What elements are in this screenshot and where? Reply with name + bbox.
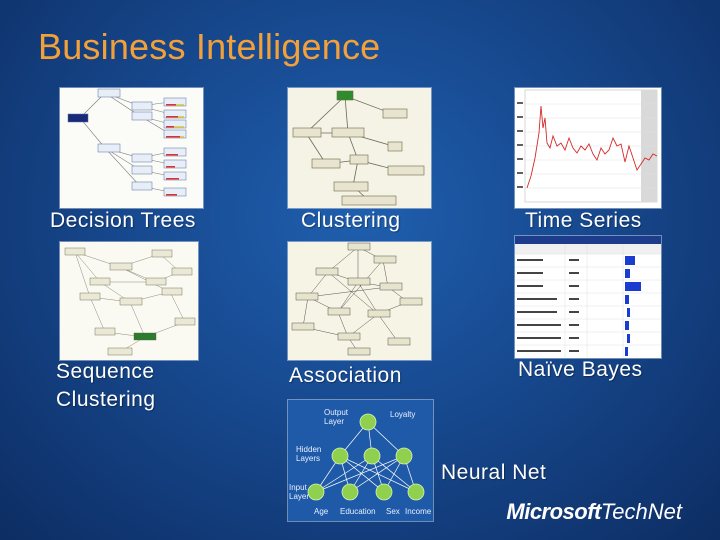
- nn-input-education: Education: [340, 507, 376, 516]
- decision-tree-thumbnail: [60, 88, 203, 208]
- naive-bayes-thumbnail: [515, 236, 661, 358]
- logo-brand: Microsoft: [506, 499, 601, 524]
- label-neural-net: Neural Net: [441, 461, 547, 484]
- time-series-chart-thumbnail: [515, 88, 661, 208]
- logo-product: TechNet: [600, 499, 682, 524]
- label-association: Association: [289, 364, 402, 387]
- label-decision-trees: Decision Trees: [50, 209, 196, 232]
- label-sequence-clustering: Sequence Clustering: [56, 358, 156, 414]
- label-time-series: Time Series: [525, 209, 642, 232]
- nn-hidden-label-2: Layers: [296, 454, 320, 463]
- nn-input-income: Income: [405, 507, 432, 516]
- nn-output-label-2: Layer: [324, 417, 344, 426]
- label-naive-bayes: Naïve Bayes: [518, 358, 643, 381]
- nn-output-label: Output: [324, 408, 349, 417]
- association-thumbnail: [288, 242, 431, 360]
- nn-input-age: Age: [314, 507, 329, 516]
- microsoft-technet-logo: MicrosoftTechNet: [506, 499, 682, 525]
- clustering-thumbnail: [288, 88, 431, 208]
- sequence-clustering-thumbnail: [60, 242, 198, 360]
- nn-input-sex: Sex: [386, 507, 400, 516]
- nn-input-label: Input: [289, 483, 308, 492]
- nn-input-label-2: Layer: [289, 492, 309, 501]
- neural-net-thumbnail: Output Layer Loyalty Hidden Layers Input…: [288, 400, 433, 521]
- label-sequence-clustering-line2: Clustering: [56, 388, 156, 411]
- nn-loyalty-label: Loyalty: [390, 410, 415, 419]
- nn-hidden-label: Hidden: [296, 445, 321, 454]
- label-sequence-clustering-line1: Sequence: [56, 360, 155, 383]
- label-clustering: Clustering: [301, 209, 401, 232]
- slide-title: Business Intelligence: [38, 26, 381, 67]
